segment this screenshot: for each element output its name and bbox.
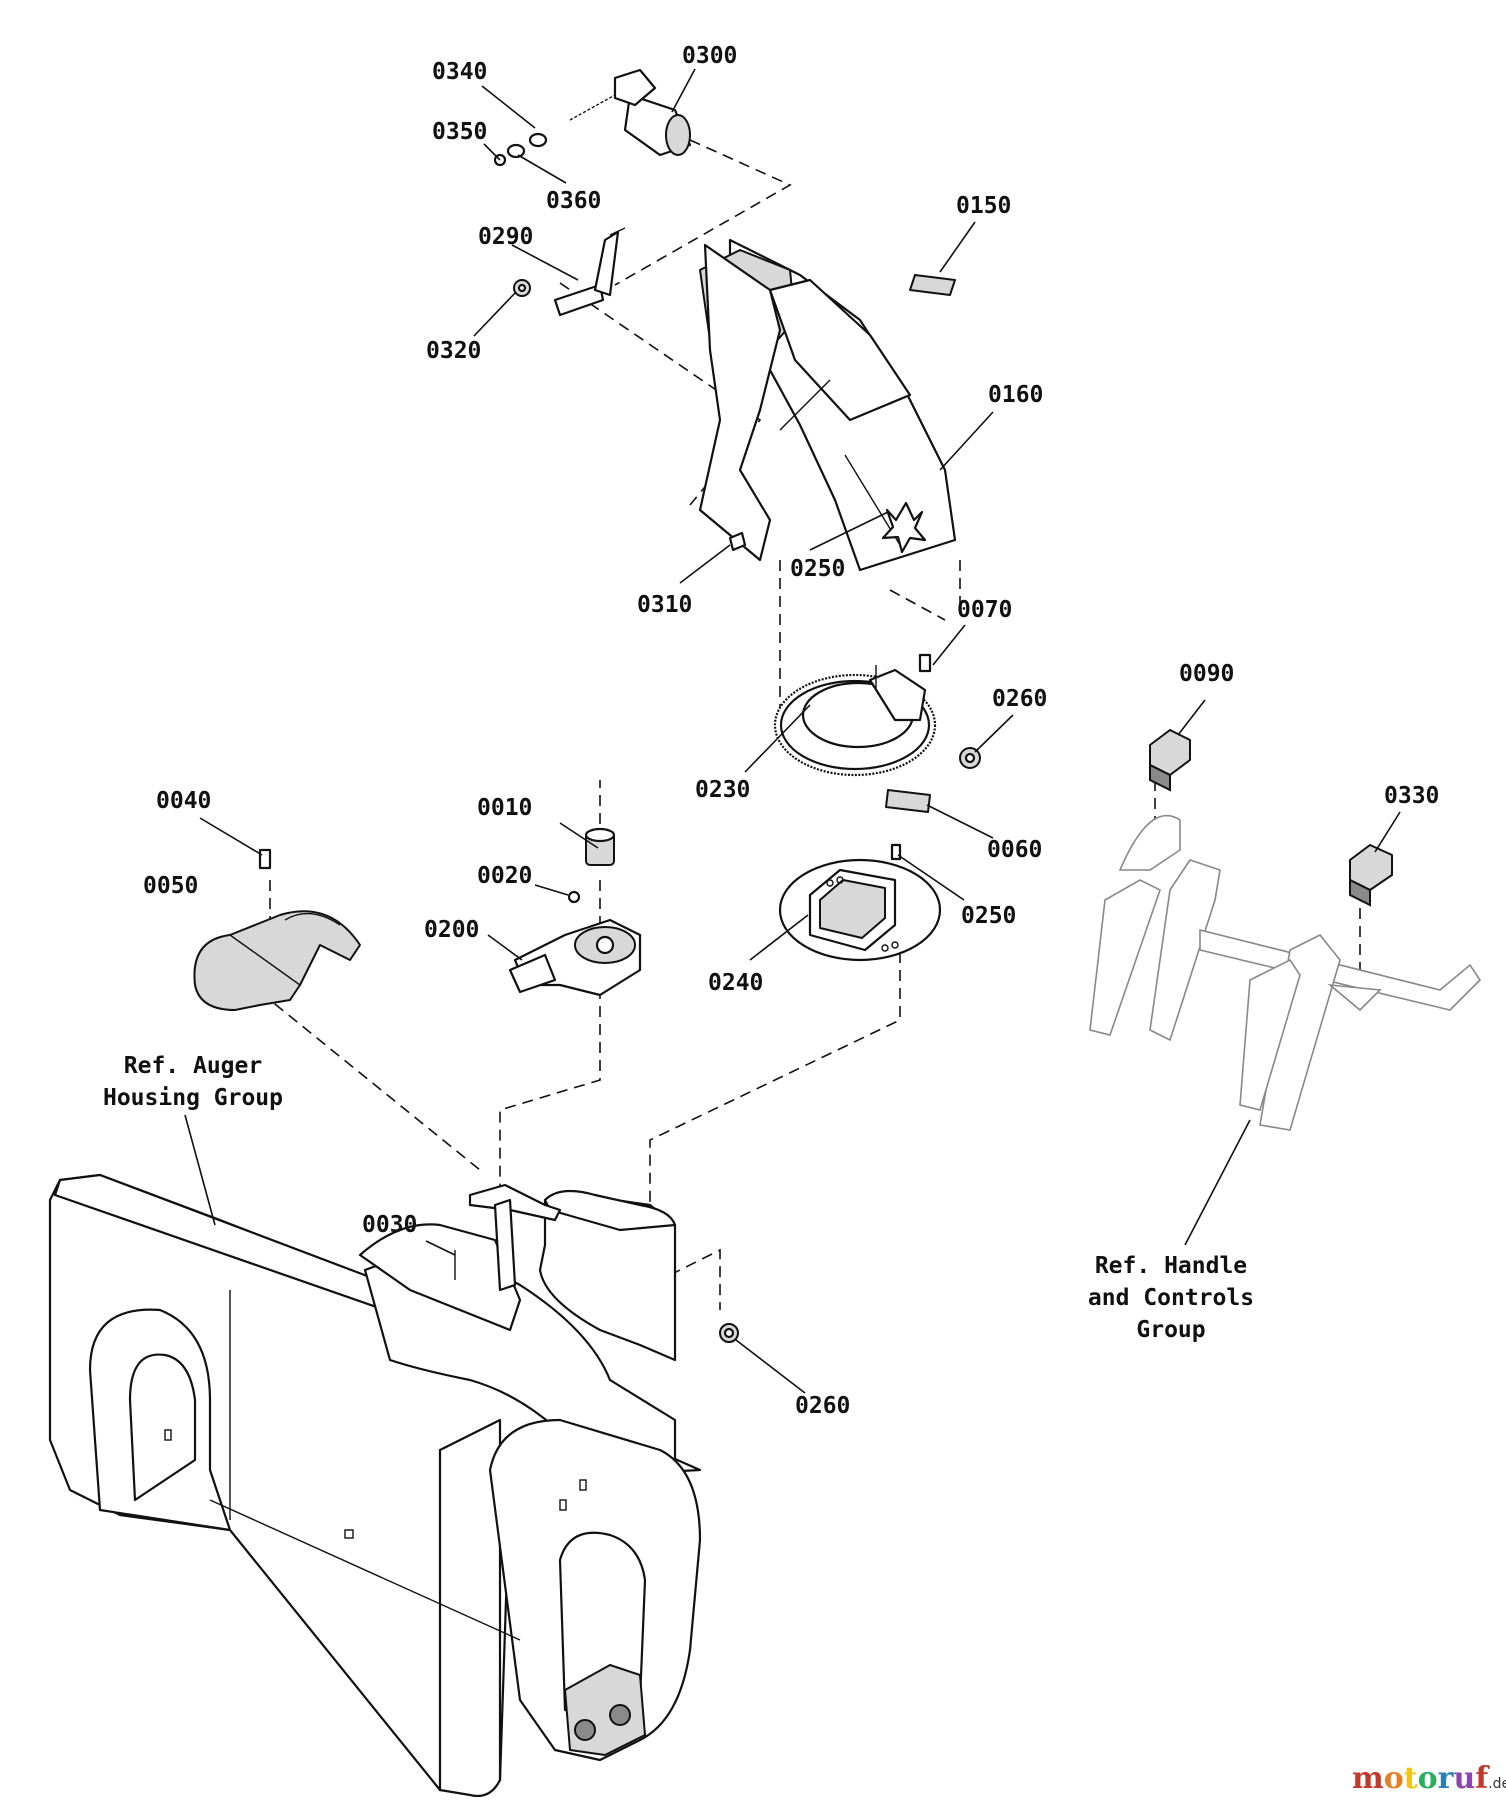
callout-0040: 0040 (156, 788, 211, 814)
watermark-letter: r (1438, 1761, 1455, 1796)
ref-handle-line3: Group (1136, 1317, 1205, 1343)
nut-0260-lower (719, 1323, 739, 1343)
watermark-letter: t (1404, 1761, 1418, 1796)
watermark-letter: f (1475, 1761, 1490, 1796)
bolt-0070 (918, 653, 932, 673)
screw-0250-lower (890, 843, 902, 861)
ref-handle-line1: Ref. Handle (1095, 1253, 1247, 1279)
watermark-logo: motoruf.de (1352, 1761, 1506, 1796)
reference-labels: Ref. Auger Housing Group Ref. Handle and… (103, 1053, 1254, 1343)
callout-0360: 0360 (546, 188, 601, 214)
bolt-0310 (728, 531, 747, 552)
label-0150 (909, 274, 956, 296)
callout-0160: 0160 (988, 382, 1043, 408)
watermark-letter: o (1384, 1761, 1404, 1796)
callout-0250-lower: 0250 (961, 903, 1016, 929)
watermark-text: motoruf.de (1352, 1761, 1506, 1796)
callout-0290: 0290 (478, 224, 533, 250)
callout-0200: 0200 (424, 917, 479, 943)
discharge-chute-0160 (698, 238, 957, 572)
callout-0240: 0240 (708, 970, 763, 996)
washer-0360 (506, 132, 548, 159)
handle-controls-assembly (1089, 814, 1482, 1131)
leader-lines (184, 68, 1401, 1394)
watermark-letter: o (1418, 1761, 1438, 1796)
callout-0350: 0350 (432, 119, 487, 145)
bushing-0060 (885, 789, 931, 813)
ref-handle-line2: and Controls (1088, 1285, 1254, 1311)
nut-0260-upper (959, 747, 981, 769)
ref-auger-line2: Housing Group (103, 1085, 283, 1111)
callout-labels: 0340 0300 0350 0360 0290 0320 0150 0160 … (143, 43, 1439, 1419)
callout-0030: 0030 (362, 1212, 417, 1238)
callout-0230: 0230 (695, 777, 750, 803)
callout-0250-upper: 0250 (790, 556, 845, 582)
watermark-letter: u (1453, 1761, 1475, 1796)
cover-0050 (193, 910, 361, 1011)
callout-0050: 0050 (143, 873, 198, 899)
washer-0020 (567, 890, 581, 904)
bolt-0040 (258, 848, 272, 870)
callout-0340: 0340 (432, 59, 487, 85)
callout-0150: 0150 (956, 193, 1011, 219)
callout-0060: 0060 (987, 837, 1042, 863)
ring-gear-0230 (773, 665, 937, 777)
callout-0320: 0320 (426, 338, 481, 364)
nut-0320 (513, 279, 531, 297)
callout-0260-upper: 0260 (992, 686, 1047, 712)
gear-motor-0200 (508, 918, 642, 997)
callout-0310: 0310 (637, 592, 692, 618)
watermark-letter: m (1352, 1761, 1384, 1796)
switch-0330 (1349, 844, 1393, 907)
bracket-0290 (553, 227, 626, 317)
callout-0010: 0010 (477, 795, 532, 821)
callout-0330: 0330 (1384, 783, 1439, 809)
callout-0300: 0300 (682, 43, 737, 69)
callout-0020: 0020 (477, 863, 532, 889)
chute-motor-0300 (569, 68, 692, 157)
callout-0070: 0070 (957, 597, 1012, 623)
callout-0260-lower: 0260 (795, 1393, 850, 1419)
gear-0010 (584, 827, 616, 866)
watermark-suffix: .de (1488, 1776, 1506, 1792)
plate-0240 (778, 858, 942, 962)
auger-housing (48, 1173, 702, 1798)
ref-auger-line1: Ref. Auger (124, 1053, 262, 1079)
switch-0090 (1149, 729, 1191, 792)
callout-0090: 0090 (1179, 661, 1234, 687)
